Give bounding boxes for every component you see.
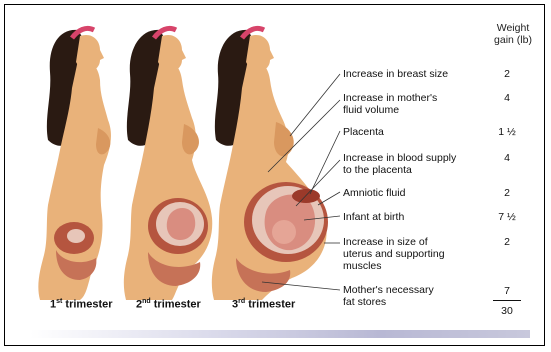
figure-third-trimester: [212, 28, 328, 300]
weight-amniotic: 2: [487, 187, 527, 199]
weight-total: 30: [487, 305, 527, 317]
total-divider: [493, 300, 521, 301]
label-text: Mother's necessary: [343, 284, 434, 296]
figure-first-trimester: [38, 28, 111, 300]
label-fat-stores: Mother's necessary fat stores: [343, 284, 434, 308]
trimester-suffix: nd: [142, 298, 151, 305]
trimester-word: trimester: [154, 299, 201, 311]
trimester-word: trimester: [65, 299, 112, 311]
label-infant-at-birth: Infant at birth: [343, 211, 404, 223]
weight-placenta: 1 ½: [487, 126, 527, 138]
trimester-suffix: st: [56, 298, 62, 305]
label-amniotic-fluid: Amniotic fluid: [343, 187, 405, 199]
breast-2: [182, 124, 199, 154]
label-uterus-size: Increase in size of uterus and supportin…: [343, 236, 445, 272]
weight-uterus: 2: [487, 236, 527, 248]
caption-second-trimester: 2nd trimester: [136, 298, 201, 311]
label-text: fluid volume: [343, 104, 437, 116]
weight-infant: 7 ½: [487, 211, 527, 223]
label-text: Increase in size of: [343, 236, 445, 248]
figure-second-trimester: [124, 28, 212, 300]
label-fluid-volume: Increase in mother's fluid volume: [343, 92, 437, 116]
label-text: Amniotic fluid: [343, 187, 405, 199]
embryo-1: [67, 229, 85, 243]
leader-breast: [290, 74, 340, 136]
trimester-word: trimester: [248, 299, 295, 311]
label-text: Increase in mother's: [343, 92, 437, 104]
weight-fluid: 4: [487, 92, 527, 104]
label-text: muscles: [343, 260, 445, 272]
trimester-suffix: rd: [238, 298, 245, 305]
label-text: uterus and supporting: [343, 248, 445, 260]
weight-gain-header: Weight gain (lb): [488, 22, 538, 46]
breast-3: [274, 122, 294, 156]
weight-breast: 2: [487, 68, 527, 80]
label-text: Placenta: [343, 126, 384, 138]
weight-fat: 7: [487, 285, 527, 297]
label-text: Increase in breast size: [343, 68, 448, 80]
fetus-head-3: [272, 220, 296, 244]
caption-first-trimester: 1st trimester: [50, 298, 113, 311]
label-text: to the placenta: [343, 164, 456, 176]
label-blood-supply: Increase in blood supply to the placenta: [343, 152, 456, 176]
label-text: Infant at birth: [343, 211, 404, 223]
weight-header-line1: Weight: [488, 22, 538, 34]
leader-amniotic: [318, 192, 340, 205]
leader-placenta: [310, 131, 340, 194]
label-text: Increase in blood supply: [343, 152, 456, 164]
weight-header-line2: gain (lb): [488, 34, 538, 46]
label-placenta: Placenta: [343, 126, 384, 138]
label-breast-size: Increase in breast size: [343, 68, 448, 80]
weight-blood: 4: [487, 152, 527, 164]
caption-third-trimester: 3rd trimester: [232, 298, 295, 311]
label-text: fat stores: [343, 296, 434, 308]
